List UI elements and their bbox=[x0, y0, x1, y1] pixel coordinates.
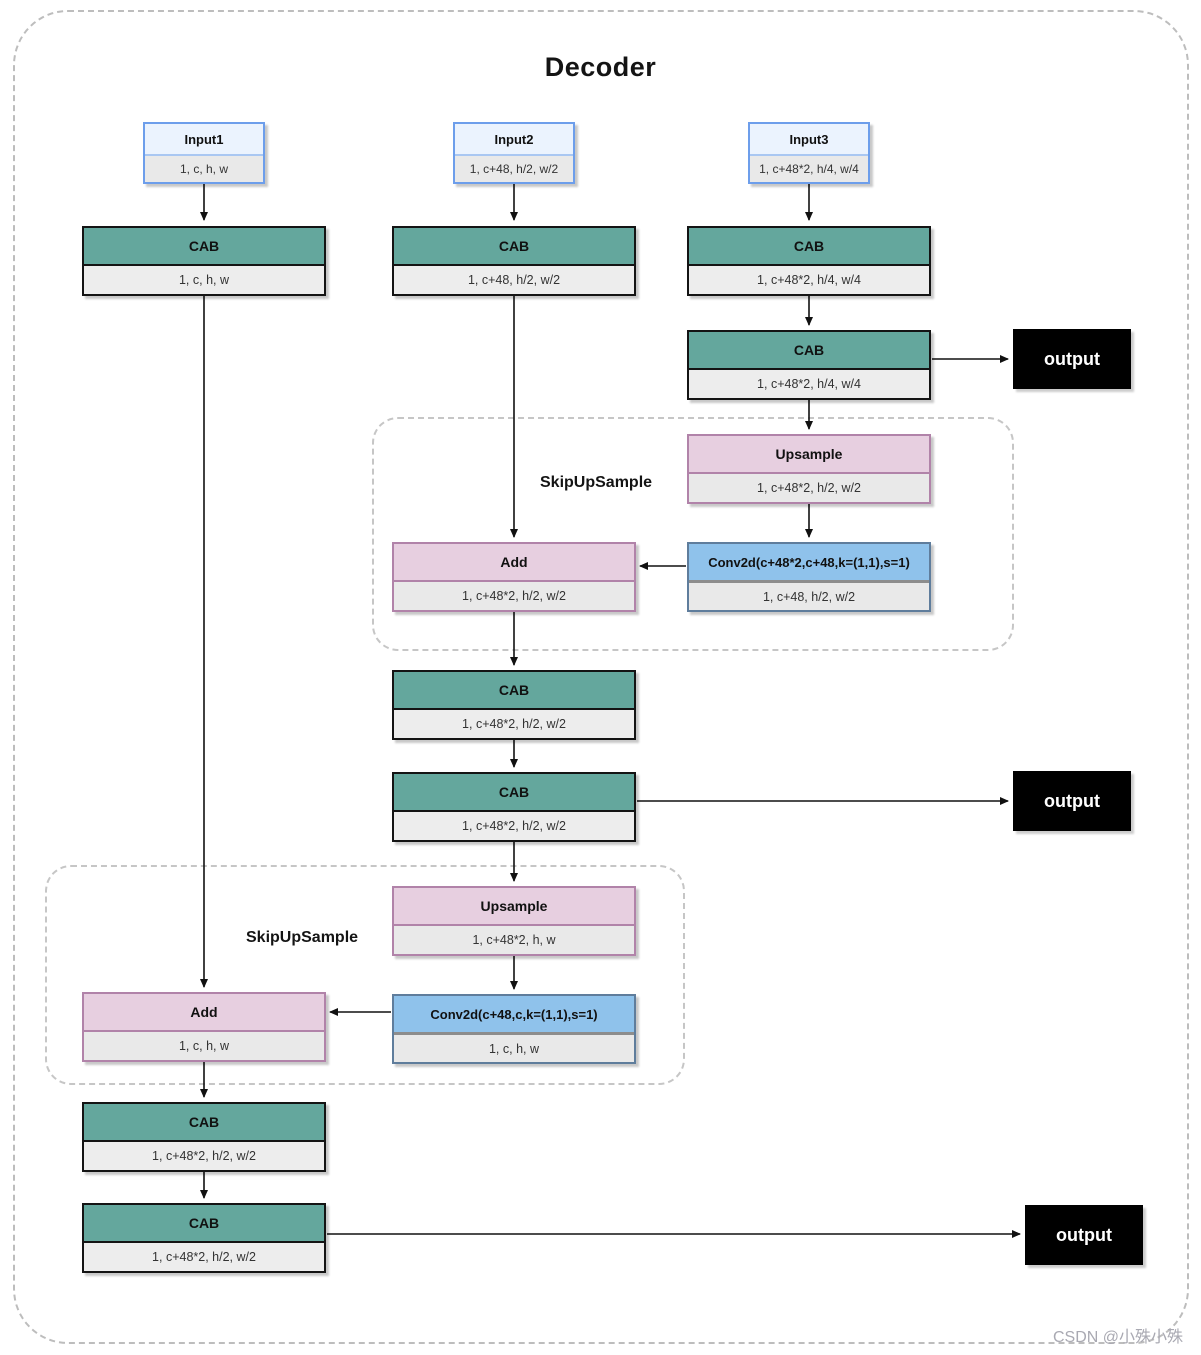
cab-shape: 1, c+48*2, h/2, w/2 bbox=[394, 710, 634, 738]
add-shape: 1, c, h, w bbox=[84, 1032, 324, 1060]
cab-node-col3-2: CAB 1, c+48*2, h/4, w/4 bbox=[687, 330, 931, 400]
conv2d2-node: Conv2d(c+48,c,k=(1,1),s=1) 1, c, h, w bbox=[392, 994, 636, 1064]
skipupsample-region-2 bbox=[45, 865, 685, 1085]
cab-shape: 1, c+48*2, h/2, w/2 bbox=[84, 1243, 324, 1271]
cab-shape: 1, c+48*2, h/4, w/4 bbox=[689, 370, 929, 398]
input2-shape: 1, c+48, h/2, w/2 bbox=[455, 156, 573, 182]
upsample-title: Upsample bbox=[394, 888, 634, 926]
cab-node-col2-1: CAB 1, c+48, h/2, w/2 bbox=[392, 226, 636, 296]
add-title: Add bbox=[84, 994, 324, 1032]
cab-title: CAB bbox=[84, 1104, 324, 1142]
cab-shape: 1, c, h, w bbox=[84, 266, 324, 294]
add1-node: Add 1, c+48*2, h/2, w/2 bbox=[392, 542, 636, 612]
csdn-watermark: CSDN @小殊小殊 bbox=[1052, 1329, 1183, 1346]
page-title: Decoder bbox=[544, 52, 657, 82]
input3-node: Input3 1, c+48*2, h/4, w/4 bbox=[748, 122, 870, 184]
output-node-1: output bbox=[1013, 329, 1131, 389]
cab-title: CAB bbox=[394, 228, 634, 266]
input1-node: Input1 1, c, h, w bbox=[143, 122, 265, 184]
input2-node: Input2 1, c+48, h/2, w/2 bbox=[453, 122, 575, 184]
skipupsample-label-1: SkipUpSample bbox=[540, 474, 653, 491]
cab-node-col2-3: CAB 1, c+48*2, h/2, w/2 bbox=[392, 772, 636, 842]
cab-shape: 1, c+48*2, h/2, w/2 bbox=[394, 812, 634, 840]
upsample2-node: Upsample 1, c+48*2, h, w bbox=[392, 886, 636, 956]
input1-shape: 1, c, h, w bbox=[145, 156, 263, 182]
cab-title: CAB bbox=[394, 672, 634, 710]
cab-node-col3-1: CAB 1, c+48*2, h/4, w/4 bbox=[687, 226, 931, 296]
upsample-shape: 1, c+48*2, h, w bbox=[394, 926, 634, 954]
conv2d-shape: 1, c+48, h/2, w/2 bbox=[689, 583, 929, 610]
cab-node-col1-2: CAB 1, c+48*2, h/2, w/2 bbox=[82, 1102, 326, 1172]
conv2d-title: Conv2d(c+48,c,k=(1,1),s=1) bbox=[394, 996, 634, 1035]
input1-title: Input1 bbox=[145, 124, 263, 156]
skipupsample-region-1 bbox=[372, 417, 1014, 651]
add-shape: 1, c+48*2, h/2, w/2 bbox=[394, 582, 634, 610]
input3-title: Input3 bbox=[750, 124, 868, 156]
cab-shape: 1, c+48*2, h/4, w/4 bbox=[689, 266, 929, 294]
upsample-title: Upsample bbox=[689, 436, 929, 474]
conv2d1-node: Conv2d(c+48*2,c+48,k=(1,1),s=1) 1, c+48,… bbox=[687, 542, 931, 612]
output-node-2: output bbox=[1013, 771, 1131, 831]
cab-title: CAB bbox=[689, 228, 929, 266]
conv2d-shape: 1, c, h, w bbox=[394, 1035, 634, 1062]
cab-node-col2-2: CAB 1, c+48*2, h/2, w/2 bbox=[392, 670, 636, 740]
cab-title: CAB bbox=[394, 774, 634, 812]
conv2d-title: Conv2d(c+48*2,c+48,k=(1,1),s=1) bbox=[689, 544, 929, 583]
cab-shape: 1, c+48, h/2, w/2 bbox=[394, 266, 634, 294]
add-title: Add bbox=[394, 544, 634, 582]
add2-node: Add 1, c, h, w bbox=[82, 992, 326, 1062]
cab-shape: 1, c+48*2, h/2, w/2 bbox=[84, 1142, 324, 1170]
cab-title: CAB bbox=[689, 332, 929, 370]
upsample-shape: 1, c+48*2, h/2, w/2 bbox=[689, 474, 929, 502]
cab-title: CAB bbox=[84, 1205, 324, 1243]
output-node-3: output bbox=[1025, 1205, 1143, 1265]
outer-dashed-frame bbox=[13, 10, 1189, 1344]
input2-title: Input2 bbox=[455, 124, 573, 156]
input3-shape: 1, c+48*2, h/4, w/4 bbox=[750, 156, 868, 182]
upsample1-node: Upsample 1, c+48*2, h/2, w/2 bbox=[687, 434, 931, 504]
cab-title: CAB bbox=[84, 228, 324, 266]
cab-node-col1-1: CAB 1, c, h, w bbox=[82, 226, 326, 296]
skipupsample-label-2: SkipUpSample bbox=[246, 929, 359, 946]
cab-node-col1-3: CAB 1, c+48*2, h/2, w/2 bbox=[82, 1203, 326, 1273]
